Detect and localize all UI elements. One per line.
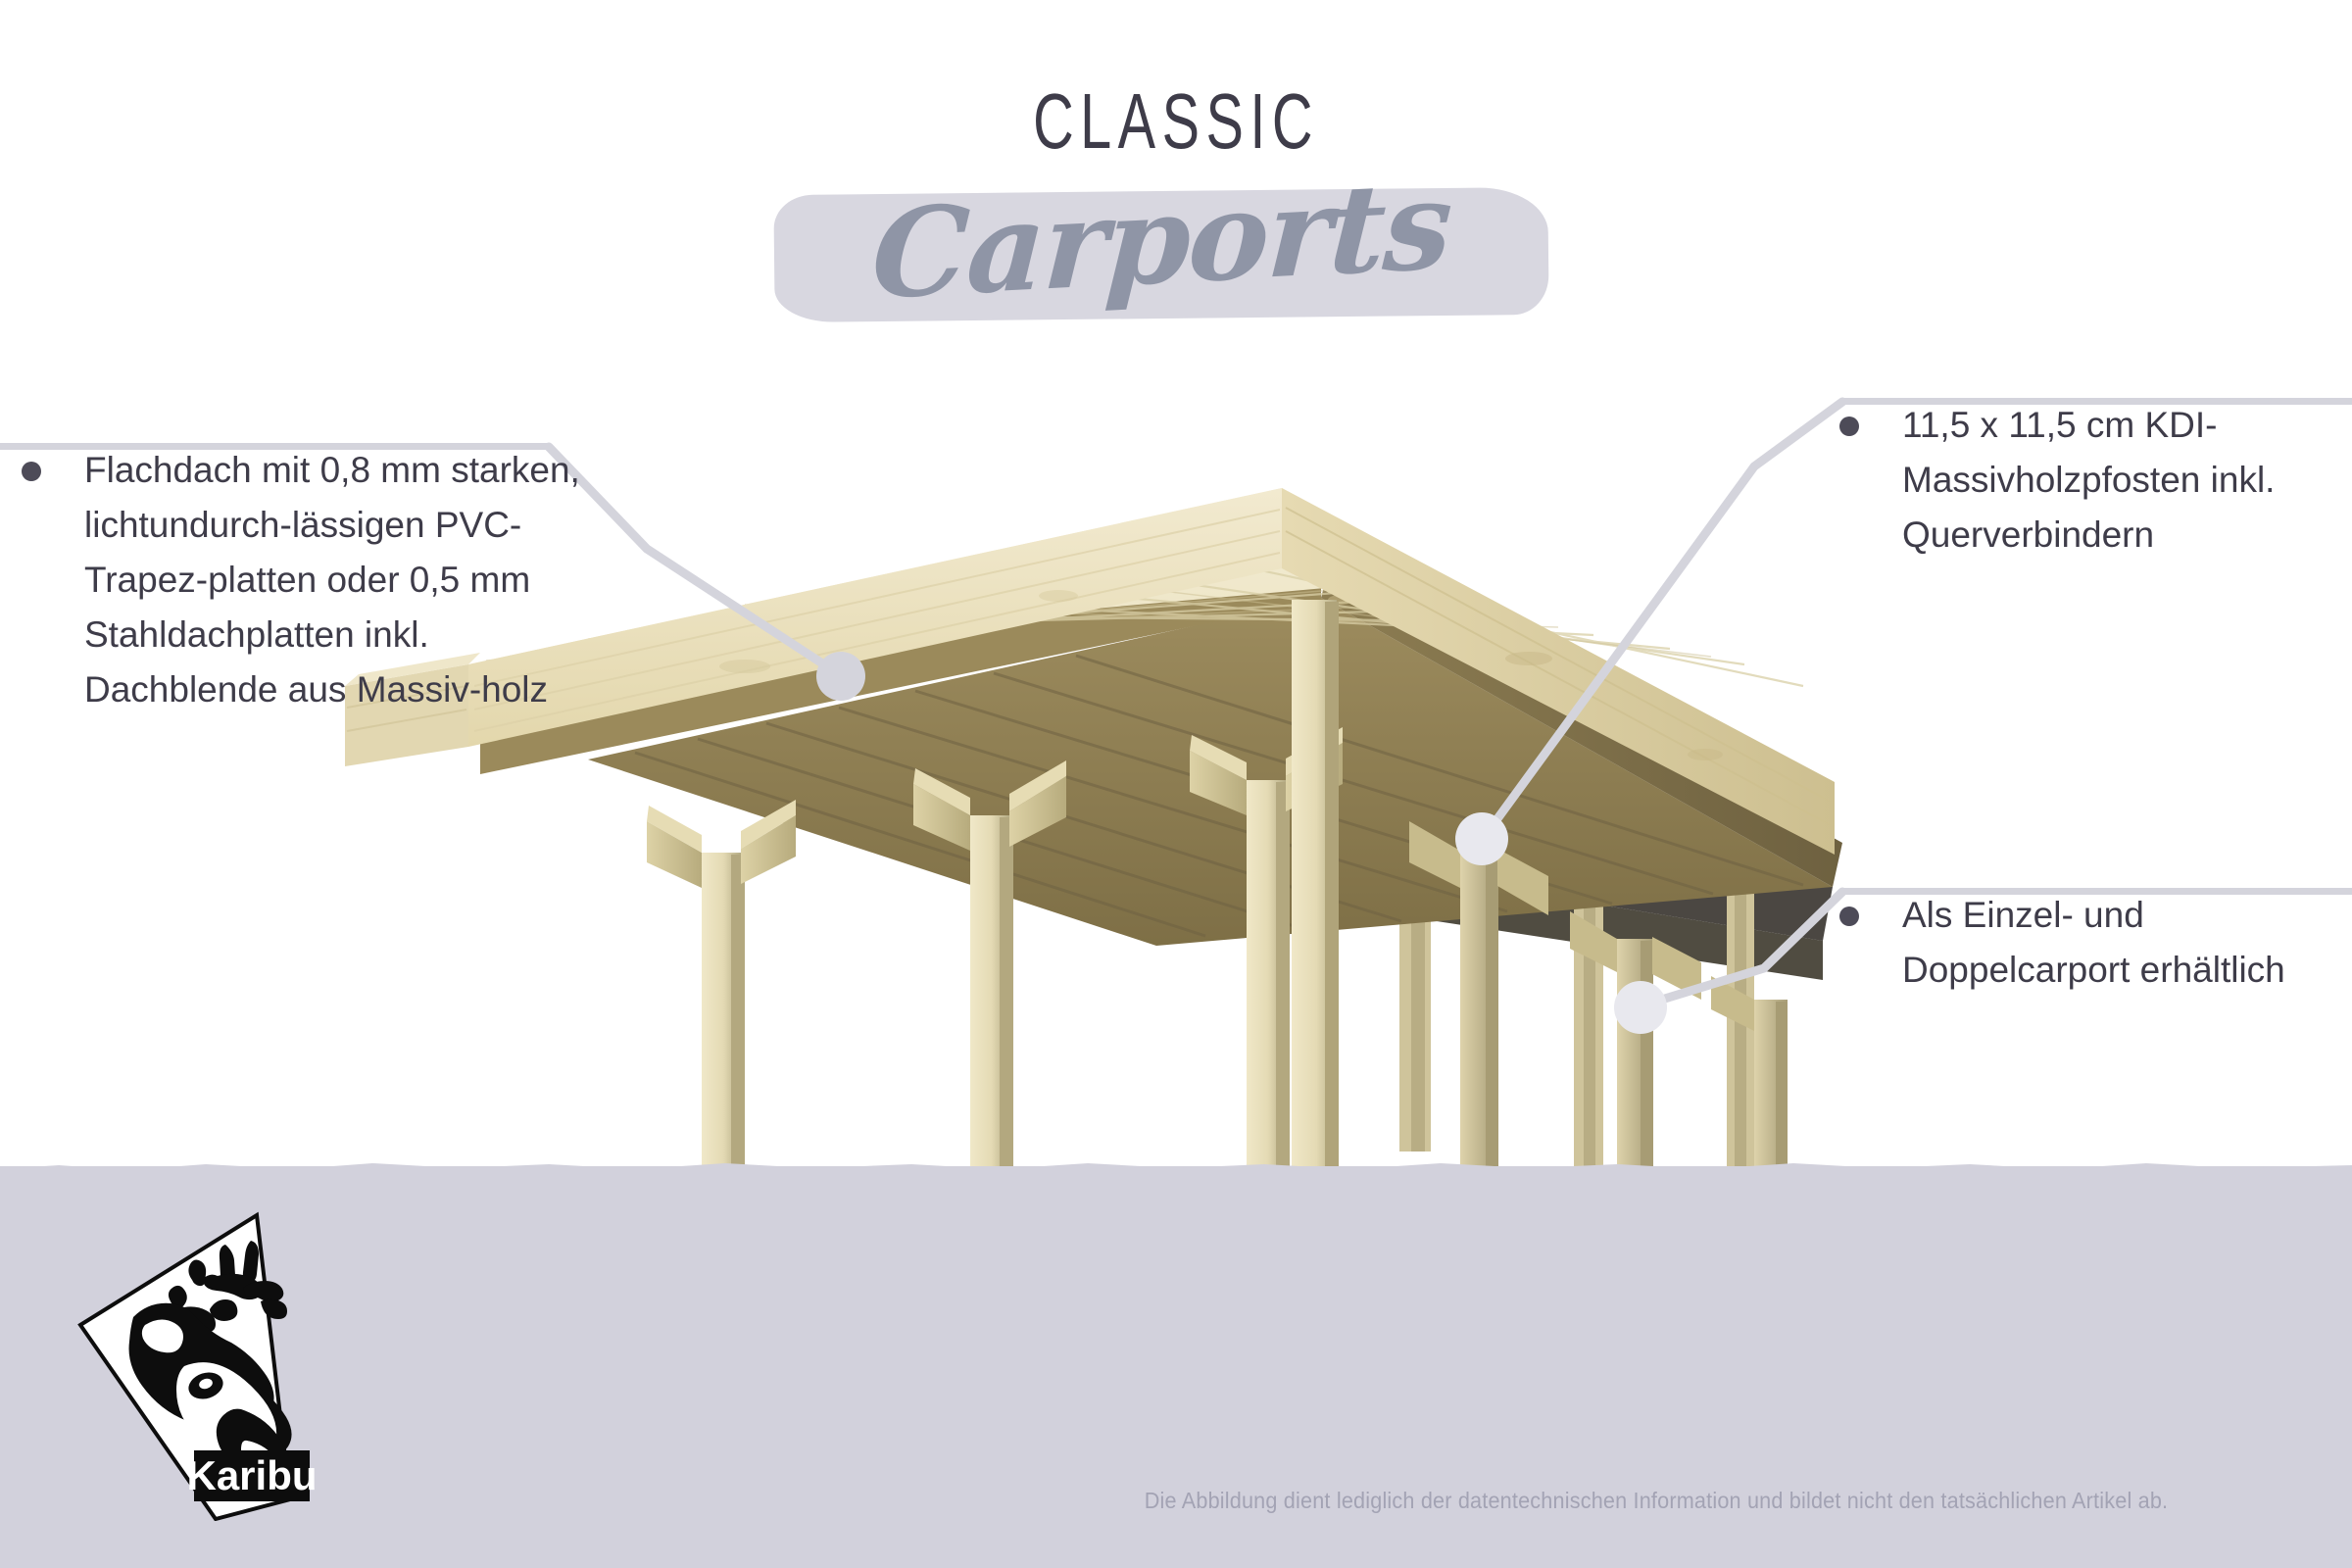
- bullet-icon: [22, 462, 41, 481]
- callout-rule: [1841, 398, 2352, 405]
- carport-corner-post: [1292, 600, 1339, 1276]
- deer-ear-icon: [141, 1319, 183, 1353]
- callout-left-text: Flachdach mit 0,8 mm starken, lichtundur…: [84, 450, 580, 710]
- logo-wordmark: Karibu: [186, 1452, 317, 1498]
- callout-left: Flachdach mit 0,8 mm starken, lichtundur…: [0, 443, 627, 717]
- callout-right-bottom: Als Einzel- und Doppelcarport erhältlich: [1818, 888, 2352, 998]
- ground-plane: [0, 1163, 2352, 1568]
- karibu-logo: Karibu: [77, 1211, 318, 1521]
- callout-rule: [0, 443, 549, 450]
- logo-wordmark-plate: [194, 1450, 310, 1501]
- callout-right-bottom-text: Als Einzel- und Doppelcarport erhältlich: [1902, 895, 2285, 990]
- bullet-icon: [1839, 416, 1859, 436]
- callout-right-top-text: 11,5 x 11,5 cm KDI-Massivholzpfosten ink…: [1902, 405, 2276, 555]
- callout-rule: [1841, 888, 2352, 895]
- callout-right-bottom-item: Als Einzel- und Doppelcarport erhältlich: [1818, 888, 2352, 998]
- callout-right-top-item: 11,5 x 11,5 cm KDI-Massivholzpfosten ink…: [1818, 398, 2352, 563]
- ground-edge-icon: [0, 1163, 2352, 1175]
- deer-nostril-icon: [256, 1406, 266, 1416]
- page-title: CLASSIC: [1033, 77, 1319, 165]
- bullet-icon: [1839, 906, 1859, 926]
- carport-roof-endcap: [345, 653, 480, 766]
- callout-right-top: 11,5 x 11,5 cm KDI-Massivholzpfosten ink…: [1818, 398, 2352, 563]
- callout-left-item: Flachdach mit 0,8 mm starken, lichtundur…: [0, 443, 627, 717]
- disclaimer-text: Die Abbildung dient lediglich der datent…: [1144, 1488, 2169, 1513]
